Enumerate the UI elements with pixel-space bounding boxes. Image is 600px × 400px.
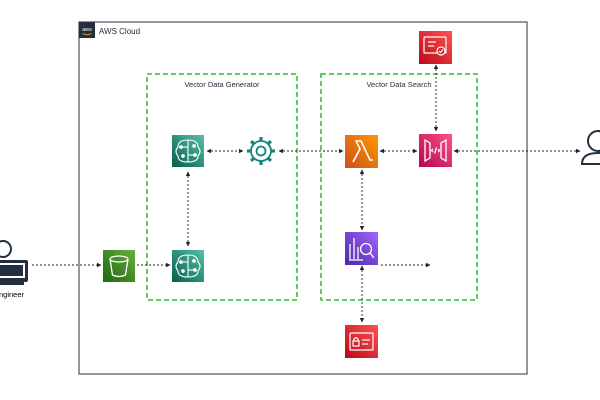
vector-data-search-group: Vector Data Search bbox=[320, 73, 478, 301]
lambda-icon bbox=[352, 140, 373, 163]
vector-data-generator-group: Vector Data Generator bbox=[146, 73, 298, 301]
engineer-actor: Engineer bbox=[0, 240, 28, 299]
connectors bbox=[32, 64, 581, 323]
secret-card-icon bbox=[349, 332, 374, 351]
aws-cloud-group: aws AWS Cloud bbox=[78, 21, 528, 375]
user-icon bbox=[580, 130, 600, 165]
generator-group-label: Vector Data Generator bbox=[184, 80, 260, 89]
engineer-label: Engineer bbox=[0, 290, 25, 299]
processing-gear-service[interactable] bbox=[247, 137, 275, 165]
search-group-label: Vector Data Search bbox=[366, 80, 431, 89]
engineer-at-computer-icon bbox=[0, 240, 28, 285]
aws-cloud-label: AWS Cloud bbox=[99, 27, 140, 36]
api-gateway-icon bbox=[424, 138, 447, 163]
gear-icon bbox=[247, 137, 275, 165]
aws-logo-icon: aws bbox=[79, 22, 95, 38]
aws-logo-text: aws bbox=[82, 27, 92, 33]
brain-circuit-icon bbox=[175, 254, 201, 278]
search-service[interactable] bbox=[345, 232, 378, 265]
lambda-service[interactable] bbox=[345, 135, 378, 168]
bucket-icon bbox=[109, 255, 129, 278]
secrets-service[interactable] bbox=[345, 325, 378, 358]
certificate-service[interactable] bbox=[419, 31, 452, 64]
search-group-border bbox=[320, 73, 478, 301]
certificate-icon bbox=[423, 36, 447, 56]
brain-circuit-icon bbox=[175, 139, 201, 163]
generator-group-border bbox=[146, 73, 298, 301]
ml-model-bottom-service[interactable] bbox=[172, 250, 204, 282]
ml-model-top-service[interactable] bbox=[172, 135, 204, 167]
end-user-actor bbox=[580, 130, 600, 165]
s3-bucket-service[interactable] bbox=[103, 250, 135, 282]
aws-cloud-border bbox=[78, 21, 528, 375]
api-gateway-service[interactable] bbox=[419, 134, 452, 167]
search-analytics-icon bbox=[349, 238, 375, 261]
